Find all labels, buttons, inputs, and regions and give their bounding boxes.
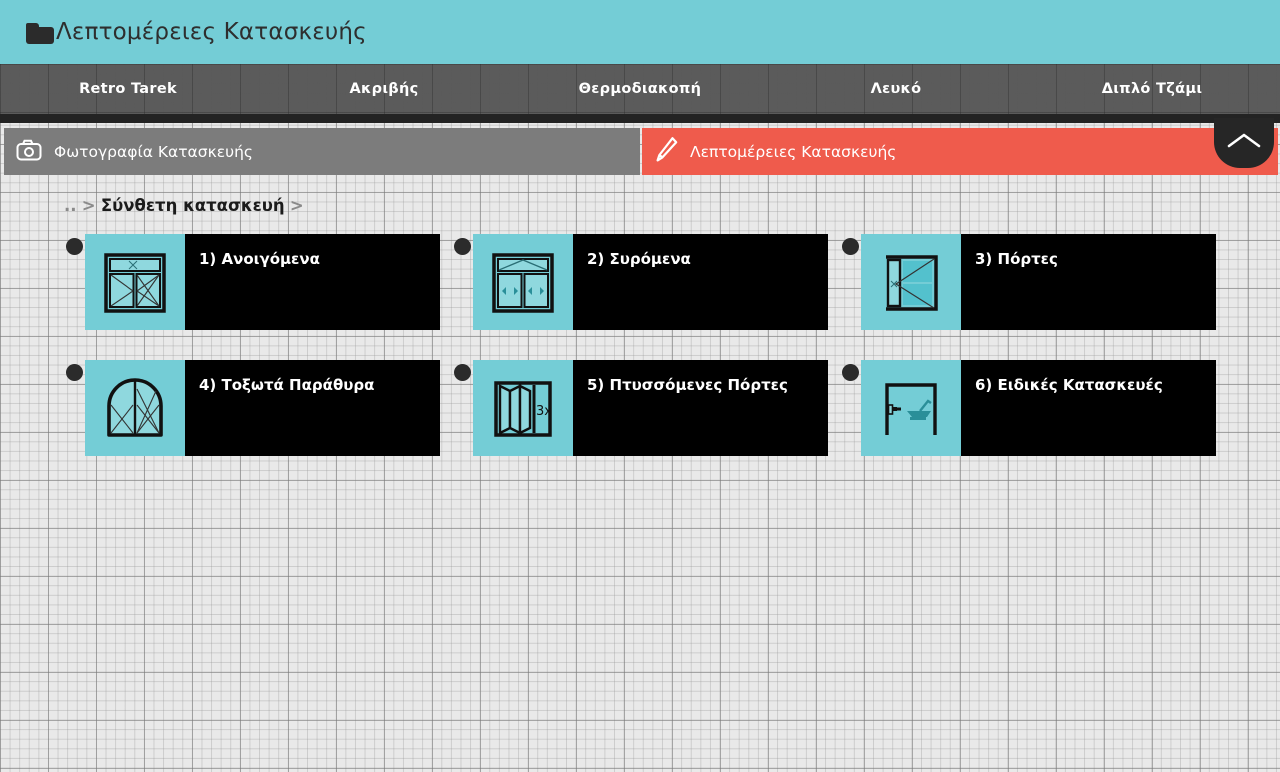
nav-divider [0,114,1280,123]
nav-item-thermodiakopi[interactable]: Θερμοδιακοπή [578,81,702,97]
nav-item-retro-tarek[interactable]: Retro Tarek [79,81,177,97]
breadcrumb-separator-1: > [81,196,96,215]
item-bullet-5 [454,364,471,381]
casement-window-icon [85,234,185,330]
item-bullet-4 [66,364,83,381]
tab-construction-photo[interactable]: Φωτογραφία Κατασκευής [4,128,640,175]
item-card-doors[interactable]: 3) Πόρτες [861,234,1216,330]
item-card-sliding-windows[interactable]: 2) Συρόμενα [473,234,828,330]
tab-construction-details-label: Λεπτομέρειες Κατασκευής [690,142,897,161]
camera-icon [16,139,42,165]
custom-build-anvil-icon [861,360,961,456]
sliding-window-icon [473,234,573,330]
page-title: Λεπτομέρειες Κατασκευής [56,18,367,45]
arched-window-icon [85,360,185,456]
breadcrumb-current[interactable]: Σύνθετη κατασκευή [100,196,285,215]
item-label: 2) Συρόμενα [587,250,691,268]
pencil-icon [654,136,678,168]
app-header: Λεπτομέρειες Κατασκευής [0,0,1280,64]
top-nav: Retro Tarek Ακριβής Θερμοδιακοπή Λευκό Δ… [0,64,1280,114]
item-card-casement-windows[interactable]: 1) Ανοιγόμενα [85,234,440,330]
breadcrumb: .. > Σύνθετη κατασκευή > [64,196,304,215]
grid-row: 4) Τοξωτά Παράθυρα 3x 5) Πτυσσόμενες Πόρ… [0,356,1280,482]
nav-item-lefko[interactable]: Λευκό [870,81,922,97]
item-card-arched-windows[interactable]: 4) Τοξωτά Παράθυρα [85,360,440,456]
tab-construction-photo-label: Φωτογραφία Κατασκευής [54,142,253,161]
item-card-custom-builds[interactable]: 6) Ειδικές Κατασκευές [861,360,1216,456]
grid-row: 1) Ανοιγόμενα 2) Συρόμενα [0,230,1280,356]
tab-construction-details[interactable]: Λεπτομέρειες Κατασκευής [642,128,1278,175]
tab-bar: Φωτογραφία Κατασκευής Λεπτομέρειες Κατασ… [0,128,1280,175]
item-bullet-1 [66,238,83,255]
folder-icon [26,20,56,44]
breadcrumb-up[interactable]: .. [64,196,77,215]
chevron-up-icon [1227,131,1261,155]
item-label: 4) Τοξωτά Παράθυρα [199,376,375,394]
door-icon [861,234,961,330]
bifold-door-icon: 3x [473,360,573,456]
item-label: 6) Ειδικές Κατασκευές [975,376,1163,394]
collapse-panel-button[interactable] [1214,118,1274,168]
item-label: 3) Πόρτες [975,250,1058,268]
construction-type-grid: 1) Ανοιγόμενα 2) Συρόμενα [0,230,1280,482]
svg-text:3x: 3x [536,404,552,419]
item-bullet-6 [842,364,859,381]
item-card-bifold-doors[interactable]: 3x 5) Πτυσσόμενες Πόρτες [473,360,828,456]
item-label: 1) Ανοιγόμενα [199,250,320,268]
item-bullet-3 [842,238,859,255]
nav-item-akrivis[interactable]: Ακριβής [349,81,419,97]
nav-item-diplo-tzami[interactable]: Διπλό Τζάμι [1101,81,1203,97]
item-label: 5) Πτυσσόμενες Πόρτες [587,376,788,394]
item-bullet-2 [454,238,471,255]
breadcrumb-separator-2: > [289,196,304,215]
